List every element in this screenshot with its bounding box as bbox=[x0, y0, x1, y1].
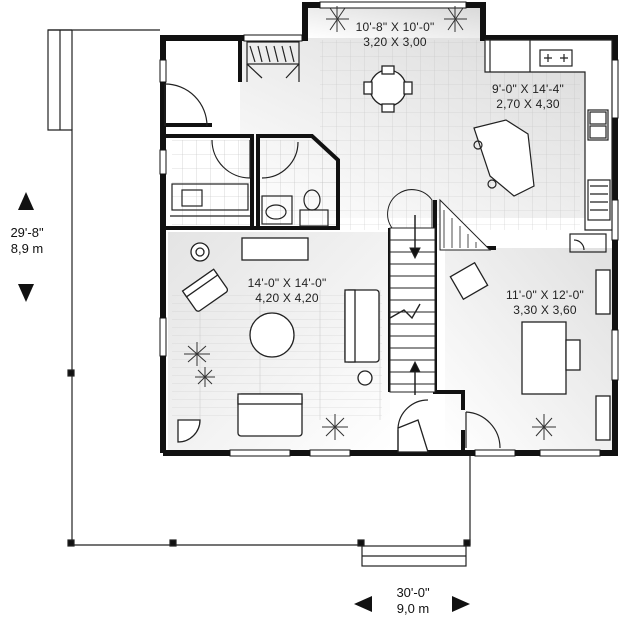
dining-room-metric: 3,20 X 3,00 bbox=[363, 35, 427, 49]
porch bbox=[47, 29, 471, 567]
fixtures bbox=[164, 41, 329, 227]
living-room-imperial: 14'-0" X 14'-0" bbox=[247, 276, 327, 290]
kitchen-metric: 2,70 X 4,30 bbox=[496, 97, 560, 111]
bedroom-label: 11'-0" X 12'-0" 3,30 X 3,60 bbox=[490, 288, 600, 318]
staircase bbox=[387, 189, 492, 395]
kitchen-fixtures bbox=[473, 39, 613, 253]
depth-dimension bbox=[18, 192, 34, 302]
width-metric: 9,0 m bbox=[396, 601, 430, 616]
dining-room-imperial: 10'-8" X 10'-0" bbox=[355, 20, 435, 34]
dining-room-label: 10'-8" X 10'-0" 3,20 X 3,00 bbox=[325, 20, 465, 50]
living-furniture bbox=[177, 237, 429, 453]
dining-table bbox=[363, 65, 413, 113]
living-room-label: 14'-0" X 14'-0" 4,20 X 4,20 bbox=[232, 276, 342, 306]
width-imperial: 30'-0" bbox=[396, 585, 430, 600]
depth-metric: 8,9 m bbox=[10, 241, 44, 256]
depth-imperial: 29'-8" bbox=[10, 225, 44, 240]
width-dimension-label: 30'-0" 9,0 m bbox=[378, 585, 448, 617]
plants bbox=[184, 6, 556, 440]
depth-dimension-label: 29'-8" 8,9 m bbox=[0, 225, 54, 257]
bedroom-furniture bbox=[449, 261, 611, 441]
living-room-metric: 4,20 X 4,20 bbox=[255, 291, 319, 305]
doors bbox=[397, 399, 501, 452]
width-dimension bbox=[354, 596, 470, 612]
kitchen-label: 9'-0" X 14'-4" 2,70 X 4,30 bbox=[478, 82, 578, 112]
bedroom-metric: 3,30 X 3,60 bbox=[513, 303, 577, 317]
exterior-walls bbox=[160, 2, 618, 456]
kitchen-imperial: 9'-0" X 14'-4" bbox=[492, 82, 564, 96]
bedroom-imperial: 11'-0" X 12'-0" bbox=[506, 288, 584, 302]
